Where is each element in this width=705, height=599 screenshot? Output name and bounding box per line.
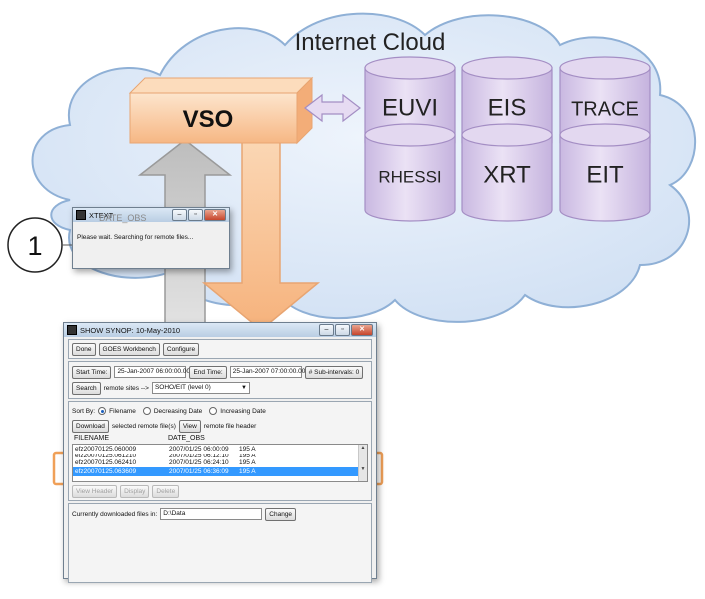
row-wavelength: 195 A (239, 459, 256, 466)
archive-cylinder-eit: EIT (559, 123, 651, 222)
xtext-titlebar[interactable]: XTEXT DATE_OBS – ▫ ✕ (73, 208, 229, 223)
archive-label: TRACE (571, 99, 639, 121)
minimize-icon[interactable]: – (319, 324, 334, 336)
subintervals-button[interactable]: # Sub-intervals: 0 (304, 365, 364, 379)
list-item[interactable]: efz20070125.062410 2007/01/25 06:24:10 1… (73, 458, 367, 467)
download-button[interactable]: Download (72, 419, 109, 433)
list-group: Sort By: Filename Decreasing Date Increa… (68, 401, 372, 501)
app-icon (67, 325, 77, 335)
time-search-group: Start Time: 25-Jan-2007 06:00:00.000 End… (68, 361, 372, 399)
archive-label: EUVI (382, 95, 438, 122)
row-date: 2007/01/25 06:36:09 (169, 468, 229, 475)
remote-site-select[interactable]: SOHO/EIT (level 0) ▼ (151, 382, 250, 394)
download-path-field[interactable]: D:\Data (160, 508, 263, 520)
view-header-button[interactable]: View Header (72, 484, 118, 498)
row-date: 2007/01/25 06:00:09 (169, 446, 229, 453)
download-location-label: Currently downloaded files in: (72, 510, 158, 518)
xtext-title: XTEXT (89, 210, 114, 220)
archive-cylinders: EUVI EIS TRACE RHESSI XRT EIT (364, 56, 651, 222)
row-wavelength: 195 A (239, 468, 256, 475)
step-number: 1 (27, 231, 42, 261)
change-button[interactable]: Change (265, 507, 297, 521)
minimize-icon[interactable]: – (172, 209, 187, 221)
done-button[interactable]: Done (72, 342, 96, 356)
delete-button[interactable]: Delete (152, 484, 180, 498)
vso-box (128, 76, 314, 145)
row-date: 2007/01/25 06:24:10 (169, 459, 229, 466)
xtext-window: XTEXT DATE_OBS – ▫ ✕ Please wait. Search… (72, 207, 230, 269)
row-filename: efz20070125.060009 (75, 446, 137, 453)
display-button[interactable]: Display (120, 484, 150, 498)
row-filename: efz20070125.063609 (75, 468, 137, 475)
view-label: remote file header (203, 422, 257, 430)
file-list[interactable]: efz20070125.060009 2007/01/25 06:00:09 1… (72, 444, 368, 482)
toolbar-group: Done GOES Workbench Configure (68, 339, 372, 359)
row-date: 2007/01/25 06:12:10 (169, 454, 229, 458)
synop-window: SHOW SYNOP: 10-May-2010 – ▫ ✕ Done GOES … (63, 322, 377, 583)
maximize-icon[interactable]: ▫ (188, 209, 203, 221)
remote-sites-label: remote sites --> (103, 384, 149, 392)
row-wavelength: 195 A (239, 446, 256, 453)
maximize-icon[interactable]: ▫ (335, 324, 350, 336)
filename-column-header: FILENAME (74, 435, 110, 442)
cloud-label: Internet Cloud (295, 29, 446, 56)
end-time-button[interactable]: End Time: (189, 365, 227, 379)
row-filename: efz20070125.062410 (75, 459, 137, 466)
response-arrow-down (201, 134, 321, 331)
remote-site-value: SOHO/EIT (level 0) (154, 384, 211, 391)
date-column-header: DATE_OBS (168, 435, 205, 442)
download-location-group: Currently downloaded files in: D:\Data C… (68, 503, 372, 583)
xtext-ghost-text: DATE_OBS (99, 213, 147, 223)
sort-filename-label: Filename (109, 407, 136, 415)
list-header: FILENAME DATE_OBS (72, 434, 368, 444)
goes-workbench-button[interactable]: GOES Workbench (98, 342, 160, 356)
search-button[interactable]: Search (72, 381, 101, 395)
sort-label: Sort By: (72, 407, 96, 415)
chevron-down-icon: ▼ (241, 385, 247, 391)
synop-titlebar[interactable]: SHOW SYNOP: 10-May-2010 – ▫ ✕ (64, 323, 376, 337)
archive-label: EIS (488, 95, 527, 122)
sort-increasing-label: Increasing Date (220, 407, 266, 415)
xtext-message: Please wait. Searching for remote files.… (77, 234, 194, 241)
sort-decreasing-label: Decreasing Date (153, 407, 203, 415)
archive-label: EIT (586, 162, 624, 189)
scroll-up-icon[interactable]: ▲ (360, 445, 366, 451)
close-icon[interactable]: ✕ (204, 209, 226, 221)
list-item-selected[interactable]: efz20070125.063609 2007/01/25 06:36:09 1… (73, 467, 367, 476)
start-time-button[interactable]: Start Time: (72, 365, 112, 379)
close-icon[interactable]: ✕ (351, 324, 373, 336)
scroll-down-icon[interactable]: ▼ (360, 466, 366, 472)
vso-label: VSO (183, 106, 234, 133)
archive-cylinder-xrt: XRT (461, 123, 553, 222)
list-scrollbar[interactable]: ▲ ▼ (358, 445, 367, 481)
archive-label: RHESSI (378, 168, 441, 187)
archive-label: XRT (483, 162, 531, 189)
download-label: selected remote file(s) (111, 422, 176, 430)
row-wavelength: 195 A (239, 454, 256, 458)
archive-cylinder-rhessi: RHESSI (364, 123, 456, 222)
app-icon (76, 210, 86, 220)
configure-button[interactable]: Configure (162, 342, 200, 356)
sort-decreasing-radio[interactable] (142, 407, 151, 415)
synop-title: SHOW SYNOP: 10-May-2010 (80, 325, 181, 335)
list-item[interactable]: efz20070125.060009 2007/01/25 06:00:09 1… (73, 445, 367, 454)
start-time-field[interactable]: 25-Jan-2007 06:00:00.000 (114, 366, 194, 378)
list-item[interactable]: efz20070125.061210 2007/01/25 06:12:10 1… (73, 454, 367, 458)
view-button[interactable]: View (178, 419, 201, 433)
sort-increasing-radio[interactable] (209, 407, 218, 415)
end-time-field[interactable]: 25-Jan-2007 07:00:00.000 (229, 366, 309, 378)
row-filename: efz20070125.061210 (75, 454, 137, 458)
vso-archive-double-arrow (304, 93, 361, 123)
sort-filename-radio[interactable] (98, 407, 107, 415)
